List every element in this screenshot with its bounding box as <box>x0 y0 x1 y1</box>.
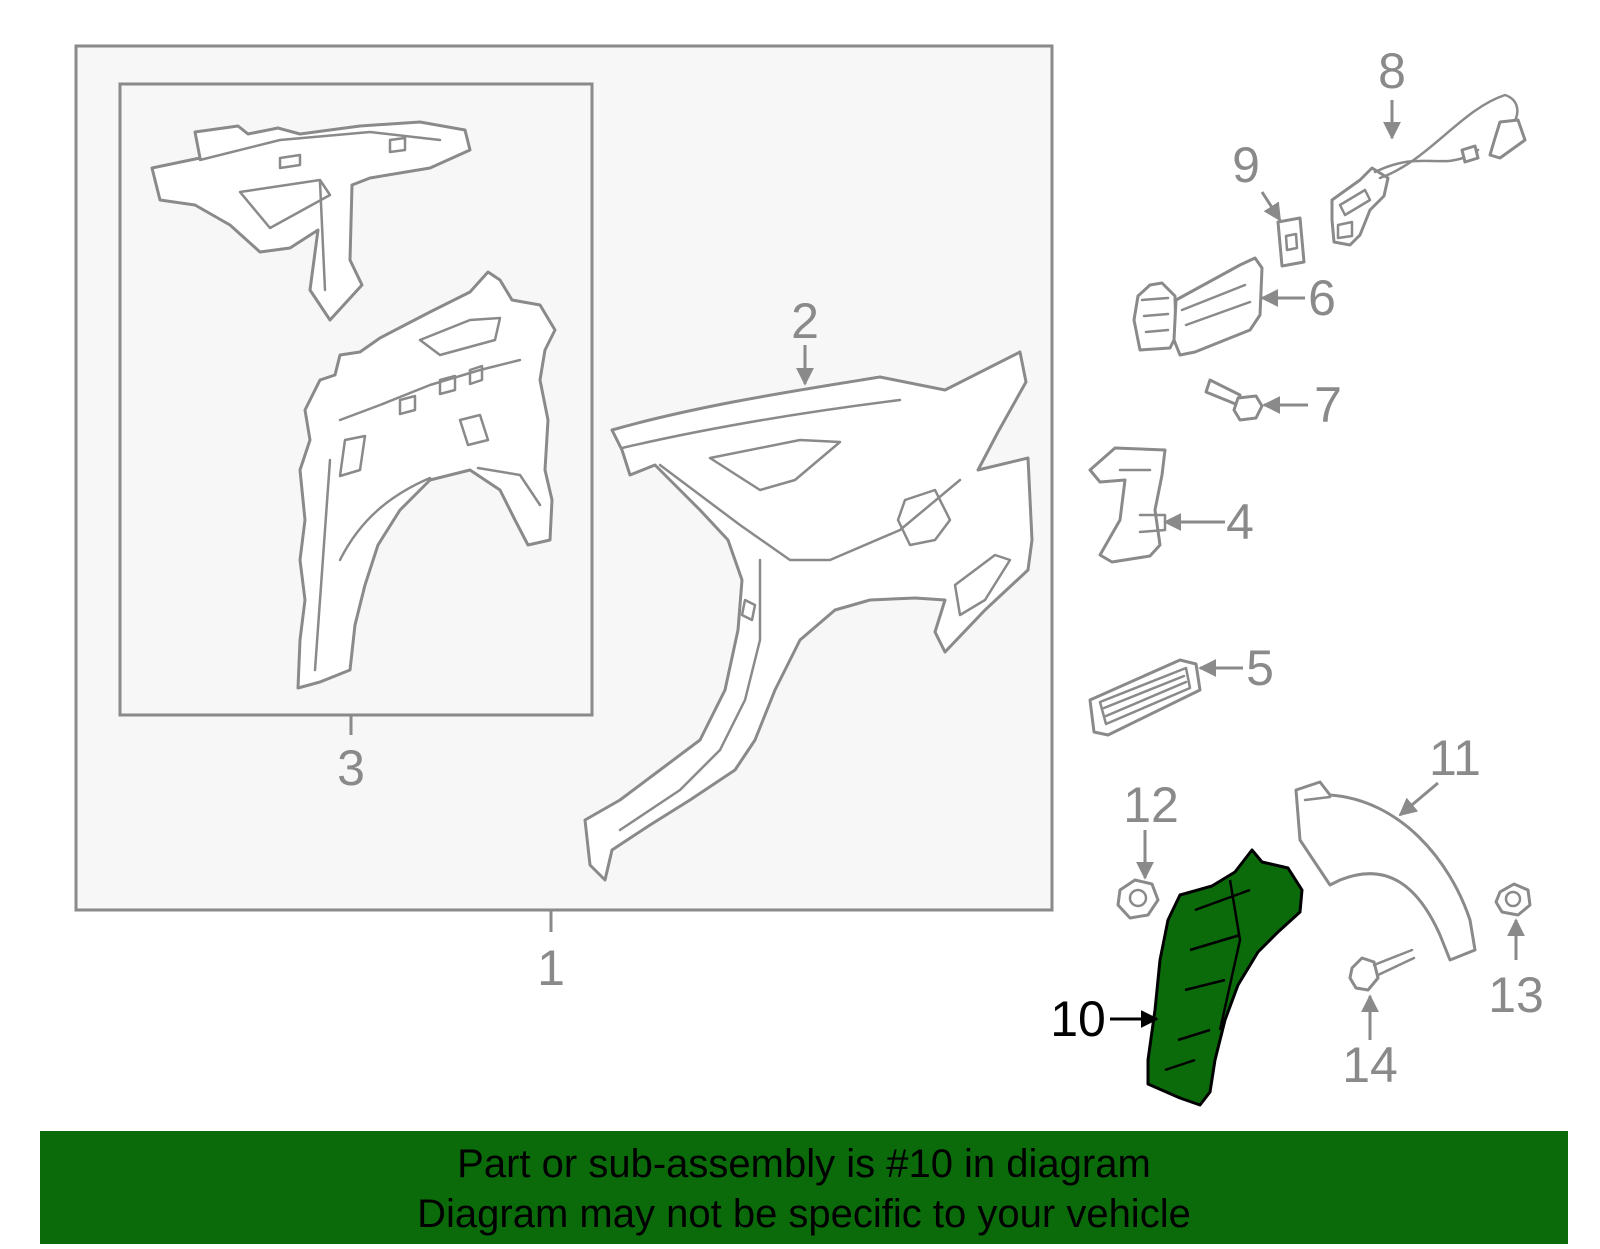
part-12-nut <box>1116 878 1160 920</box>
banner-line-2: Diagram may not be specific to your vehi… <box>417 1192 1191 1236</box>
part-4-bracket <box>1088 446 1167 564</box>
part-5-vent <box>1088 658 1202 737</box>
callout-3: 3 <box>337 740 365 796</box>
callout-7: 7 <box>1314 377 1342 433</box>
part-7-bolt <box>1204 378 1264 422</box>
callout-14: 14 <box>1342 1037 1398 1093</box>
info-banner: Part or sub-assembly is #10 in diagram D… <box>40 1131 1568 1244</box>
callout-8: 8 <box>1378 43 1406 99</box>
part-10-splash-shield <box>1146 848 1304 1107</box>
part-9-clip <box>1276 216 1306 268</box>
banner-line-1: Part or sub-assembly is #10 in diagram <box>457 1142 1151 1186</box>
callout-2: 2 <box>791 293 819 349</box>
callout-1: 1 <box>537 940 565 996</box>
part-6-fuel-door <box>1132 256 1264 357</box>
callout-9: 9 <box>1232 137 1260 193</box>
part-13-nut <box>1494 882 1532 917</box>
leader-11 <box>1398 781 1439 817</box>
part-8-actuator <box>1330 93 1527 247</box>
part-3-inner-wheelhouse <box>296 270 557 690</box>
callout-4: 4 <box>1226 494 1254 550</box>
callout-6: 6 <box>1308 270 1336 326</box>
part-2-quarter-panel <box>583 350 1034 882</box>
callout-5: 5 <box>1246 640 1274 696</box>
part-14-screw <box>1348 948 1416 992</box>
leader-9 <box>1260 191 1282 222</box>
callout-10: 10 <box>1050 991 1106 1047</box>
callout-11: 11 <box>1429 730 1481 786</box>
part-3-upper-bracket <box>150 120 472 322</box>
callout-12: 12 <box>1123 777 1179 833</box>
part-11-liner <box>1294 780 1477 962</box>
callout-13: 13 <box>1488 967 1544 1023</box>
